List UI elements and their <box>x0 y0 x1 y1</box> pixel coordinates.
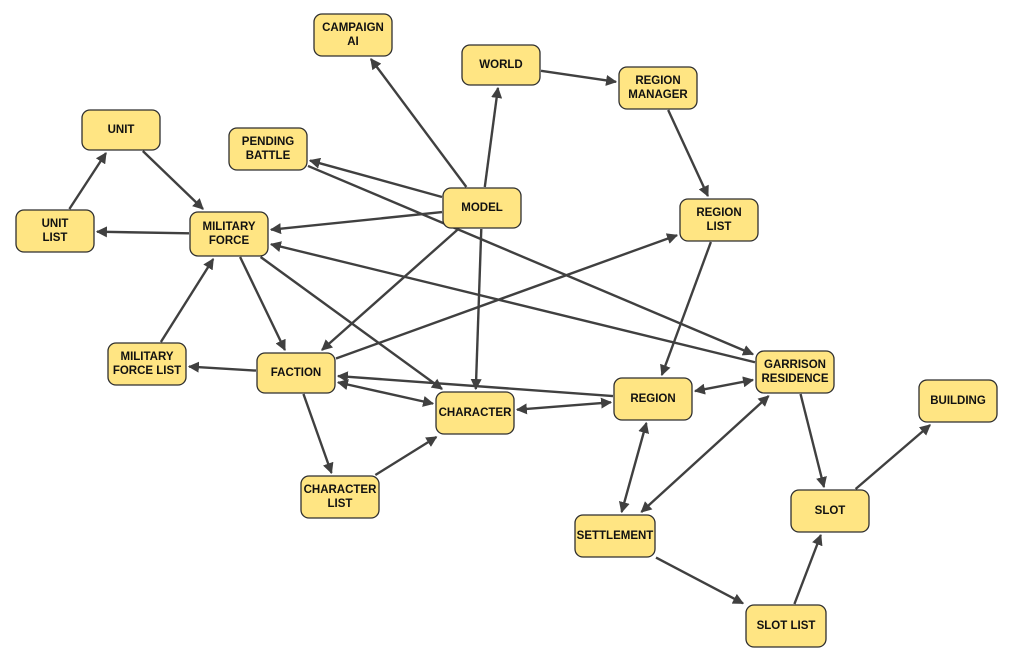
node-box <box>745 604 827 648</box>
edge-military-force-list-to-military-force <box>159 258 215 343</box>
node-label: UNIT <box>108 124 135 136</box>
edge-faction-to-military-force-list <box>187 361 257 373</box>
node-box <box>15 209 95 253</box>
edge-garrison-residence-to-settlement <box>640 395 770 513</box>
edge-garrison-residence-to-slot <box>799 393 827 489</box>
node-box <box>618 66 698 110</box>
node-box <box>313 13 393 57</box>
node-box <box>81 109 161 151</box>
edge-region-to-garrison-residence <box>693 376 755 395</box>
node-label: WORLD <box>479 59 522 71</box>
node-label: REGION <box>630 393 675 405</box>
edge-character-to-region <box>515 397 613 415</box>
edge-faction-to-character-list <box>302 393 334 475</box>
edge-settlement-to-slot-list <box>655 556 744 605</box>
node-box <box>574 514 656 558</box>
edge-character-list-to-character <box>374 435 438 477</box>
node-box <box>300 475 380 519</box>
edge-region-list-to-region <box>660 241 713 377</box>
node-world: WORLD <box>461 44 541 86</box>
edge-military-force-to-faction <box>239 256 286 351</box>
node-unit: UNIT <box>81 109 161 151</box>
node-box <box>107 342 187 386</box>
edge-slot-list-to-slot <box>793 533 823 605</box>
node-box <box>755 350 835 394</box>
edge-world-to-region-manager <box>540 69 618 86</box>
node-box <box>918 379 998 423</box>
edge-region-to-faction <box>336 371 614 398</box>
edge-garrison-residence-to-military-force <box>269 241 756 364</box>
node-model: MODEL <box>442 187 522 229</box>
edge-slot-to-building <box>854 424 931 490</box>
node-label: CHARACTER <box>439 407 513 419</box>
edge-model-to-character <box>470 228 483 391</box>
node-character: CHARACTER <box>435 391 515 435</box>
node-box <box>442 187 522 229</box>
edge-model-to-world <box>483 86 503 188</box>
node-box <box>435 391 515 435</box>
node-box <box>461 44 541 86</box>
node-box <box>256 352 336 394</box>
edge-model-to-military-force <box>269 210 443 235</box>
node-settlement: SETTLEMENT <box>574 514 656 558</box>
edge-unit-list-to-unit <box>68 152 107 210</box>
edge-model-to-faction <box>321 228 460 351</box>
node-box <box>790 489 870 533</box>
node-slot: SLOT <box>790 489 870 533</box>
edge-model-to-pending-battle <box>308 157 443 199</box>
node-label: BUILDING <box>930 395 986 407</box>
node-slot-list: SLOT LIST <box>745 604 827 648</box>
edges <box>68 58 931 605</box>
node-building: BUILDING <box>918 379 998 423</box>
node-label: SETTLEMENT <box>577 530 654 542</box>
edge-military-force-to-character <box>259 256 443 390</box>
edge-military-force-to-unit-list <box>95 226 190 238</box>
edge-region-to-settlement <box>618 421 650 514</box>
node-box <box>679 198 759 242</box>
node-region: REGION <box>613 377 693 421</box>
edge-faction-to-character <box>336 379 435 407</box>
edge-unit-to-military-force <box>141 150 204 210</box>
node-label: SLOT LIST <box>757 620 816 632</box>
edge-pending-battle-to-garrison-residence <box>307 164 755 356</box>
node-box <box>613 377 693 421</box>
node-label: SLOT <box>815 505 846 517</box>
edge-model-to-campaign-ai <box>369 58 468 188</box>
edge-faction-to-region-list <box>335 233 679 360</box>
node-label: FACTION <box>271 367 321 379</box>
node-label: MODEL <box>461 202 503 214</box>
edge-region-manager-to-region-list <box>667 109 709 198</box>
node-box <box>189 211 269 257</box>
node-box <box>228 127 308 171</box>
node-faction: FACTION <box>256 352 336 394</box>
